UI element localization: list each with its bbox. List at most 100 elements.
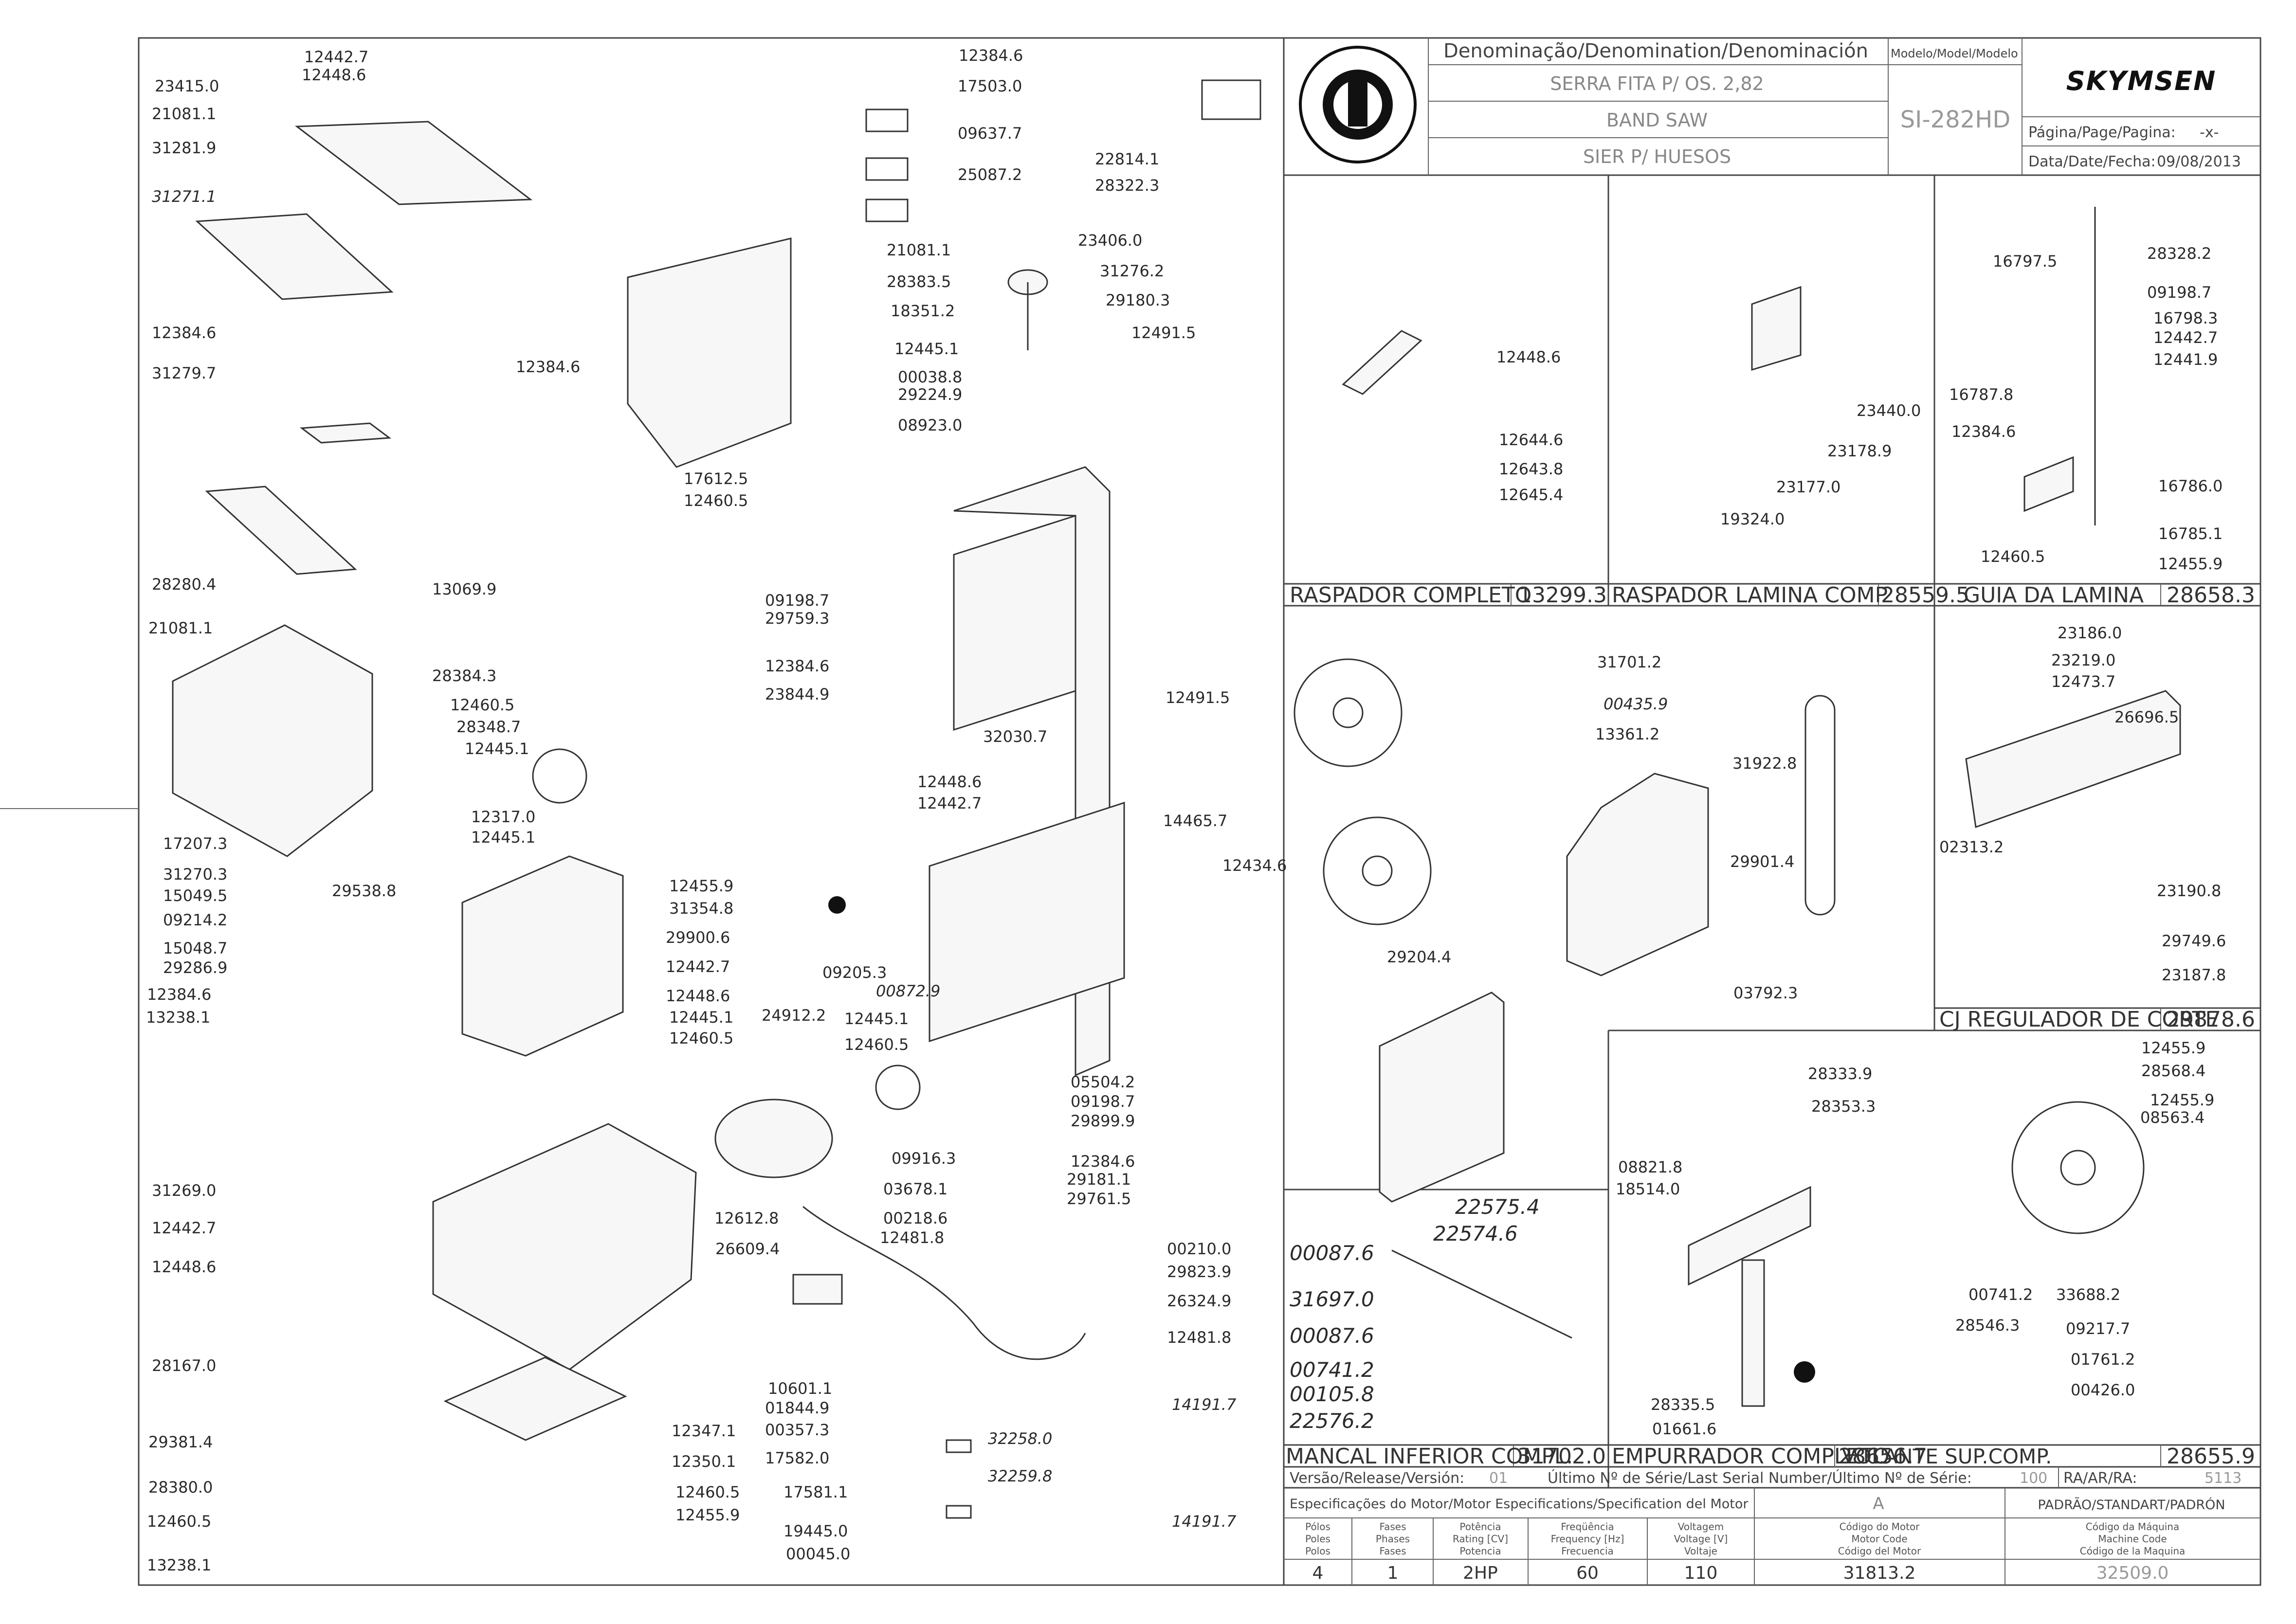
part-label: 23187.8	[2162, 966, 2226, 984]
part-label: 17612.5	[684, 469, 748, 488]
motor-spec-label: Especificações do Motor/Motor Especifica…	[1290, 1497, 1749, 1512]
lower-wheel	[1323, 816, 1432, 925]
part-label: 23190.8	[2157, 882, 2221, 900]
spec-col-machine-code-h1: Código da Máquina	[2086, 1521, 2179, 1533]
part-label: 12645.4	[1499, 486, 1563, 504]
part-label: 31922.8	[1732, 754, 1797, 773]
part-label: 13069.9	[432, 580, 496, 598]
part-label: 12384.6	[765, 657, 829, 675]
spec-col-phases-h1: Fases	[1379, 1521, 1406, 1533]
part-label: 28333.9	[1808, 1065, 1872, 1083]
part-label: 22575.4	[1455, 1195, 1540, 1219]
part-label: 29901.4	[1730, 852, 1794, 871]
part-label: 12455.9	[2158, 555, 2223, 573]
side-table-plate	[195, 213, 394, 300]
part-label: 12455.9	[2141, 1039, 2205, 1057]
part-label: 17582.0	[765, 1449, 829, 1467]
serial-value: 100	[2020, 1470, 2047, 1487]
part-label: 31281.9	[152, 139, 216, 157]
part-label: 00426.0	[2071, 1381, 2135, 1399]
spec-val-rating: 2HP	[1463, 1563, 1498, 1583]
empurrador-bar	[1741, 1259, 1765, 1407]
part-label: 28335.5	[1651, 1395, 1715, 1414]
part-label: 22576.2	[1290, 1409, 1374, 1433]
spec-col-frequency-h2: Frequency [Hz]	[1551, 1533, 1624, 1545]
part-label: 13238.1	[147, 1556, 211, 1574]
part-label: 29899.9	[1071, 1112, 1135, 1130]
standard-label: PADRÃO/STANDART/PADRÓN	[2038, 1497, 2225, 1513]
part-label: 31697.0	[1290, 1287, 1374, 1311]
base-plate	[443, 1356, 627, 1441]
assembly-code-regulador: 29878.6	[2167, 1007, 2255, 1032]
part-label: 00872.9	[876, 982, 940, 1000]
table-top-plate	[294, 121, 533, 205]
assembly-code-mancal: 31702.0	[1517, 1444, 1606, 1469]
part-label: 28568.4	[2141, 1062, 2205, 1080]
part-label: 12445.1	[471, 828, 535, 847]
handle-knob-black-1	[828, 896, 846, 914]
base-cabinet	[432, 1123, 697, 1371]
page-label: Página/Page/Pagina:	[2028, 124, 2176, 141]
part-label: 17207.3	[163, 834, 227, 853]
part-label: 17581.1	[784, 1483, 848, 1501]
guide-rail-lower	[205, 486, 357, 575]
part-label: 31276.2	[1100, 262, 1164, 280]
part-label: 29761.5	[1067, 1190, 1131, 1208]
part-label: 26324.9	[1167, 1292, 1231, 1310]
decal-5	[946, 1439, 972, 1453]
part-label: 12442.7	[2153, 328, 2218, 347]
decal-2	[865, 157, 909, 181]
part-label: 21081.1	[152, 105, 216, 123]
spec-col-phases-h2: Phases	[1376, 1533, 1410, 1545]
spec-col-rating-h2: Rating [CV]	[1453, 1533, 1508, 1545]
part-label: 03678.1	[883, 1180, 948, 1198]
part-label: 12384.6	[1071, 1152, 1135, 1171]
part-label: 03792.3	[1733, 984, 1798, 1002]
part-label: 29749.6	[2162, 932, 2226, 950]
part-label: 12441.9	[2153, 350, 2218, 369]
decal-4	[1201, 79, 1261, 120]
part-label: 12460.5	[1981, 547, 2045, 566]
assembly-title-regulador: CJ REGULADOR DE CORTE	[1939, 1007, 2219, 1032]
part-label: 12455.9	[2150, 1091, 2214, 1109]
upper-wheel	[1294, 658, 1403, 767]
spec-col-rating-h1: Potência	[1459, 1521, 1501, 1533]
date-label: Data/Date/Fecha:	[2028, 153, 2156, 170]
part-label: 23178.9	[1827, 442, 1892, 460]
belt	[875, 1065, 921, 1110]
part-label: 14191.7	[1172, 1395, 1237, 1414]
part-label: 12442.7	[304, 48, 368, 66]
part-label: 19324.0	[1720, 510, 1785, 528]
part-label: 09198.7	[2147, 283, 2211, 302]
part-label: 31269.0	[152, 1181, 216, 1200]
part-label: 12455.9	[669, 877, 733, 895]
wheel-cover-upper	[1566, 773, 1709, 976]
spec-col-voltage-h1: Voltagem	[1678, 1521, 1724, 1533]
assembly-code-raspador: 13299.3	[1518, 583, 1607, 608]
spec-col-voltage-h2: Voltage [V]	[1674, 1533, 1728, 1545]
part-label: 29224.9	[898, 385, 962, 404]
part-label: 12644.6	[1499, 431, 1563, 449]
part-label: 01761.2	[2071, 1350, 2135, 1369]
part-label: 00087.6	[1290, 1324, 1374, 1348]
ra-value: 5113	[2205, 1470, 2241, 1487]
part-label: 29900.6	[666, 928, 730, 947]
version-label: Versão/Release/Versión:	[1290, 1470, 1464, 1487]
part-drawings	[172, 79, 2181, 1519]
part-label: 16787.8	[1949, 385, 2013, 404]
part-label: 09217.7	[2066, 1319, 2130, 1338]
name-es: SIER P/ HUESOS	[1583, 146, 1731, 167]
part-label: 16798.3	[2153, 309, 2218, 327]
part-label: 28384.3	[432, 667, 496, 685]
part-label: 01661.6	[1652, 1420, 1716, 1438]
part-label: 32259.8	[988, 1467, 1052, 1485]
part-label: 00105.8	[1290, 1382, 1374, 1406]
spec-col-machine-code-h2: Machine Code	[2098, 1533, 2167, 1545]
part-label: 24912.2	[762, 1006, 826, 1025]
assembly-title-raspador: RASPADOR COMPLETO	[1290, 583, 1531, 608]
part-label: 15048.7	[163, 939, 227, 957]
part-label: 12460.5	[844, 1035, 909, 1054]
part-label: 12347.1	[672, 1422, 736, 1440]
part-label: 21081.1	[148, 619, 213, 637]
